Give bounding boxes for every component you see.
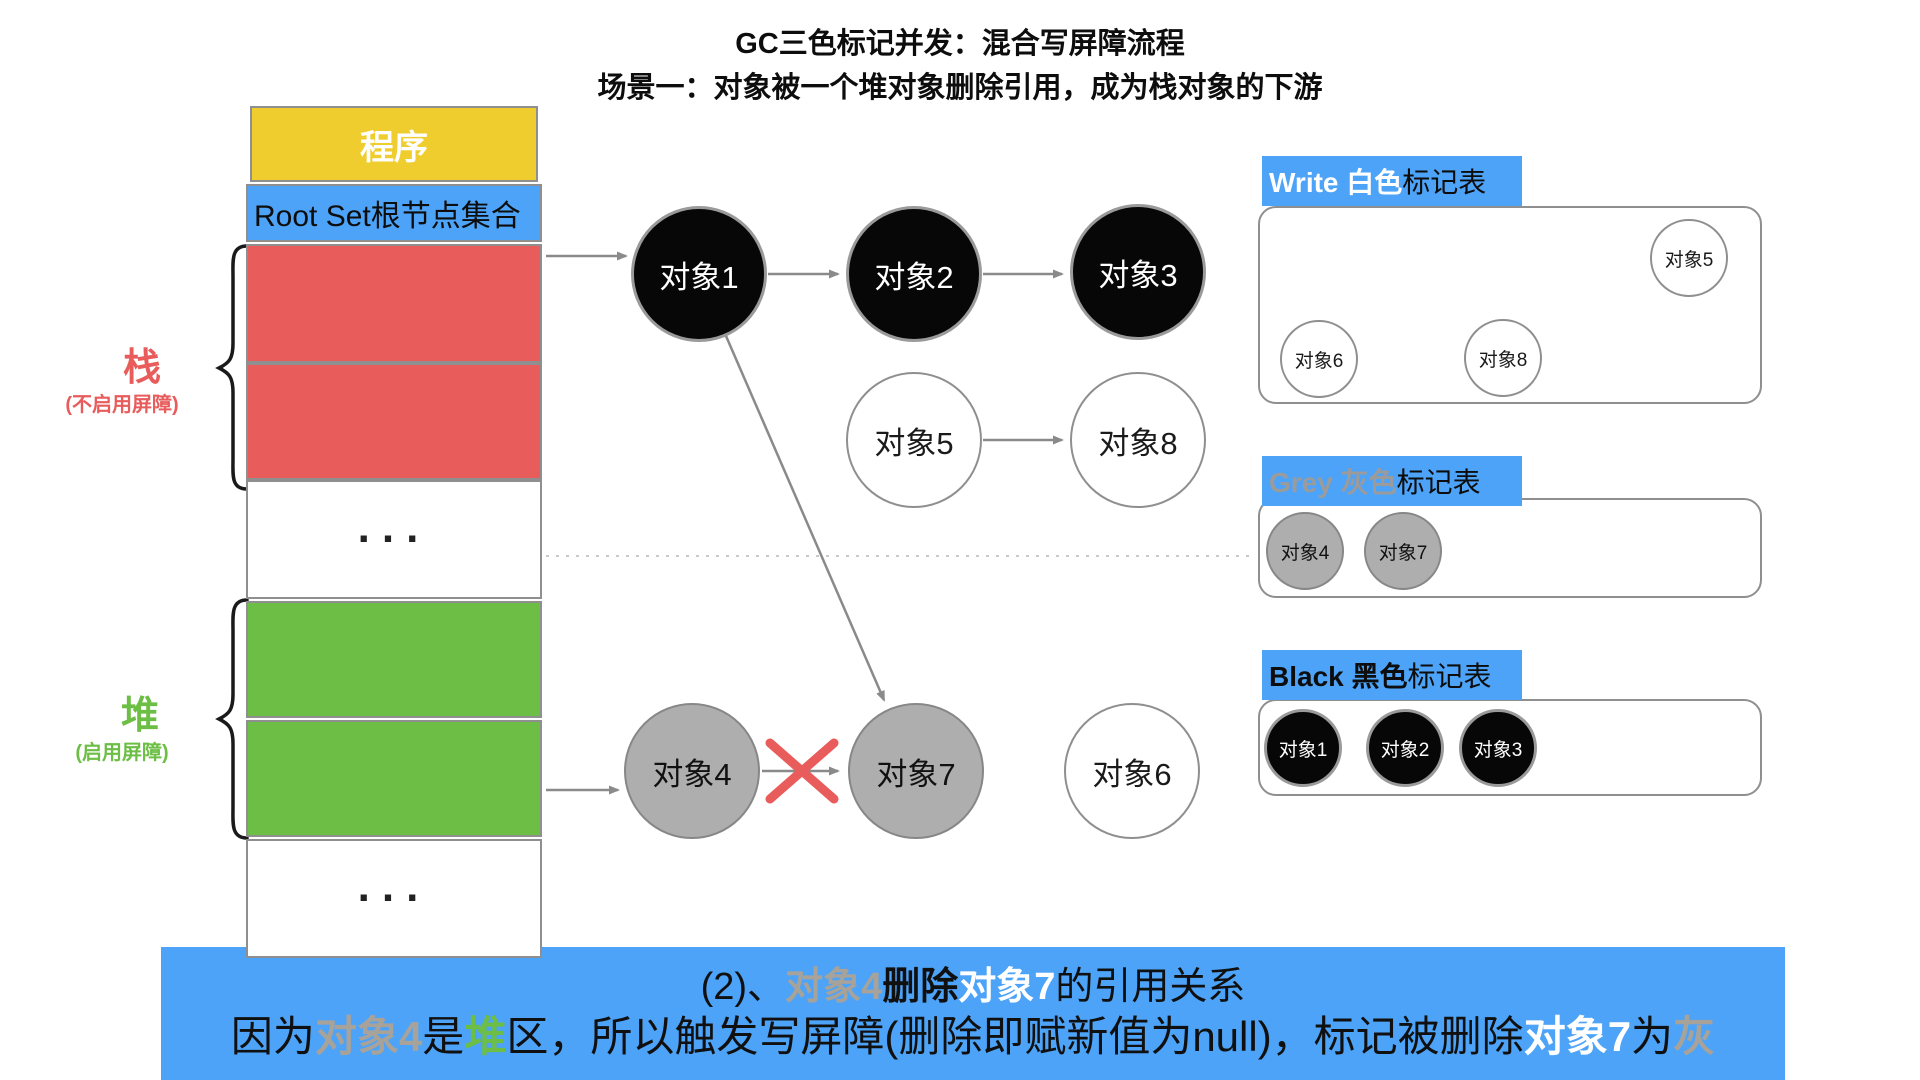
- node-obj4-label: 对象4: [652, 756, 732, 792]
- memory-gap-2: ...: [246, 839, 542, 958]
- caption-line2-seg7: 为: [1631, 1013, 1674, 1060]
- white-table-item-obj5-label: 对象5: [1664, 249, 1714, 271]
- black-table-label-en: Black 黑色: [1269, 661, 1408, 692]
- white-table-label-en: Write 白色: [1269, 167, 1403, 198]
- white-table-item-obj6-label: 对象6: [1294, 350, 1344, 372]
- delete-cross-icon: [765, 738, 839, 804]
- memory-gap-1: ...: [246, 480, 542, 599]
- page-title: GC三色标记并发：混合写屏障流程 场景一：对象被一个堆对象删除引用，成为栈对象的…: [160, 22, 1760, 110]
- arrow-obj1-to-obj7: [724, 335, 886, 702]
- caption-line1-seg3: 删除: [882, 965, 959, 1008]
- heap-slot-2: [246, 720, 542, 837]
- rootset-label: Root Set根节点集合: [254, 200, 521, 233]
- caption-line2-seg2: 对象4: [314, 1013, 423, 1060]
- node-obj1: 对象1: [631, 206, 767, 342]
- stack-brace-icon: [215, 244, 249, 491]
- node-obj8-label: 对象8: [1098, 425, 1178, 461]
- node-obj3-label: 对象3: [1098, 257, 1178, 293]
- node-obj2: 对象2: [846, 206, 982, 342]
- node-obj3: 对象3: [1070, 204, 1206, 340]
- grey-table-label: Grey 灰色标记表: [1262, 456, 1522, 506]
- stack-slot-2: [246, 363, 542, 480]
- grey-table-item-obj7-label: 对象7: [1378, 542, 1428, 564]
- node-obj1-label: 对象1: [659, 259, 739, 295]
- caption-line1-seg2: 对象4: [785, 965, 883, 1008]
- heap-region-note: (启用屏障): [75, 742, 169, 764]
- heap-slot-1: [246, 601, 542, 718]
- page-title-line1: GC三色标记并发：混合写屏障流程: [735, 28, 1185, 60]
- stack-slot-1: [246, 244, 542, 363]
- grey-table-label-en: Grey 灰色: [1269, 467, 1397, 498]
- caption-line2-seg1: 因为: [230, 1013, 315, 1060]
- node-obj5-label: 对象5: [874, 425, 954, 461]
- rootset-box: Root Set根节点集合: [246, 184, 542, 242]
- black-table-item-obj2: 对象2: [1366, 709, 1444, 787]
- node-obj6-label: 对象6: [1092, 756, 1172, 792]
- node-obj6: 对象6: [1064, 703, 1200, 839]
- white-table-item-obj5: 对象5: [1650, 219, 1728, 297]
- caption-line1-seg4: 对象7: [958, 965, 1056, 1008]
- white-table-label: Write 白色标记表: [1262, 156, 1522, 206]
- caption-line2-seg8: 灰: [1673, 1013, 1716, 1060]
- caption-line2-seg3: 是: [422, 1013, 465, 1060]
- node-obj7-label: 对象7: [876, 756, 956, 792]
- ellipsis-dots: ...: [357, 861, 431, 911]
- program-label: 程序: [360, 128, 428, 167]
- stack-region-note: (不启用屏障): [65, 394, 179, 416]
- caption-line2-seg4: 堆: [464, 1013, 507, 1060]
- black-table-item-obj2-label: 对象2: [1380, 739, 1430, 761]
- white-table-label-cn: 标记表: [1402, 167, 1487, 198]
- caption-line2-seg6: 对象7: [1523, 1013, 1632, 1060]
- ellipsis-dots: ...: [357, 502, 431, 552]
- grey-table-label-cn: 标记表: [1396, 467, 1481, 498]
- black-table-item-obj3-label: 对象3: [1473, 739, 1523, 761]
- caption-line1: (2)、对象4删除对象7的引用关系: [701, 964, 1246, 1012]
- black-table-label: Black 黑色标记表: [1262, 650, 1522, 700]
- white-table-item-obj8: 对象8: [1464, 319, 1542, 397]
- caption-line1-seg5: 的引用关系: [1055, 965, 1246, 1008]
- caption-line1-seg1: (2)、: [700, 965, 786, 1008]
- page-title-line2: 场景一：对象被一个堆对象删除引用，成为栈对象的下游: [597, 72, 1323, 104]
- node-obj8: 对象8: [1070, 372, 1206, 508]
- node-obj5: 对象5: [846, 372, 982, 508]
- stack-region-label: 栈: [122, 347, 161, 389]
- node-obj7: 对象7: [848, 703, 984, 839]
- node-obj4: 对象4: [624, 703, 760, 839]
- heap-region-label: 堆: [120, 695, 159, 737]
- caption-banner: (2)、对象4删除对象7的引用关系 因为对象4是堆区，所以触发写屏障(删除即赋新…: [161, 947, 1785, 1080]
- white-table-item-obj6: 对象6: [1280, 320, 1358, 398]
- grey-table-item-obj4: 对象4: [1266, 512, 1344, 590]
- grey-table-item-obj7: 对象7: [1364, 512, 1442, 590]
- black-table-item-obj3: 对象3: [1459, 709, 1537, 787]
- node-obj2-label: 对象2: [874, 259, 954, 295]
- caption-line2-seg5: 区，所以触发写屏障(删除即赋新值为null)，标记被删除: [506, 1013, 1524, 1060]
- black-table-label-cn: 标记表: [1407, 661, 1492, 692]
- white-table-item-obj8-label: 对象8: [1478, 349, 1528, 371]
- black-table-item-obj1-label: 对象1: [1278, 739, 1328, 761]
- heap-brace-icon: [215, 598, 249, 840]
- grey-table-item-obj4-label: 对象4: [1280, 542, 1330, 564]
- caption-line2: 因为对象4是堆区，所以触发写屏障(删除即赋新值为null)，标记被删除对象7为灰: [231, 1011, 1715, 1064]
- black-table-item-obj1: 对象1: [1264, 709, 1342, 787]
- program-box: 程序: [250, 106, 538, 182]
